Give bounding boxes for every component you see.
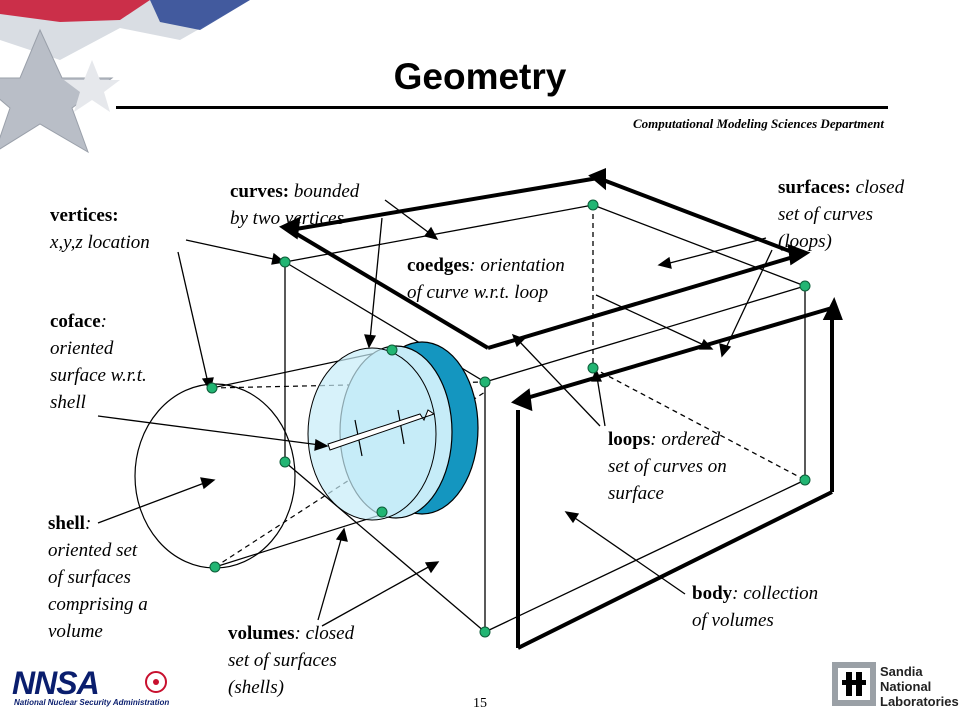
coedges-label: coedges: orientation of curve w.r.t. loo…: [407, 252, 565, 306]
vertices-label: vertices: x,y,z location: [50, 202, 150, 256]
box-wireframe: [284, 204, 806, 633]
disc-coface: [307, 341, 479, 521]
slide-title: Geometry: [393, 56, 567, 97]
vertex: [799, 474, 811, 486]
curves-desc-1: bounded: [293, 181, 360, 202]
vertex: [479, 376, 491, 388]
surfaces-label: surfaces: closed set of curves (loops): [778, 174, 904, 255]
nnsa-logo: NNSA: [10, 665, 170, 701]
surface-boundary-arrows: [278, 168, 843, 650]
nnsa-wordmark: NNSA: [12, 665, 99, 701]
curves-label: curves: bounded by two vertices: [230, 178, 359, 232]
shell-label: shell: oriented set of surfaces comprisi…: [48, 510, 148, 645]
coface-desc-4: shell: [50, 392, 86, 413]
body-term: body: [692, 583, 733, 604]
vertices-desc: x,y,z location: [50, 232, 150, 253]
vertex: [206, 382, 218, 394]
volumes-label: volumes: closed set of surfaces (shells): [228, 620, 354, 701]
body-desc-2: of volumes: [692, 610, 774, 631]
loops-desc-3: surface: [608, 483, 664, 504]
loops-desc-2: set of curves on: [608, 456, 727, 477]
body-desc-1: : collection: [732, 583, 819, 604]
sandia-line-3: Laboratories: [880, 694, 959, 709]
curves-desc-2: by two vertices: [230, 208, 344, 229]
vertex: [376, 506, 388, 518]
vertex: [386, 344, 398, 356]
volumes-term: volumes: [228, 623, 295, 644]
shell-desc-4: comprising a: [48, 594, 148, 615]
coface-desc-2: oriented: [50, 338, 114, 359]
shell-desc-2: oriented set: [48, 540, 138, 561]
volumes-desc-2: set of surfaces: [228, 650, 337, 671]
vertex: [279, 456, 291, 468]
vertex: [209, 561, 221, 573]
surfaces-term: surfaces:: [778, 177, 851, 198]
nnsa-caption: National Nuclear Security Administration: [14, 698, 170, 707]
surfaces-desc-1: closed: [855, 177, 905, 198]
shell-desc-3: of surfaces: [48, 567, 131, 588]
volumes-desc-3: (shells): [228, 677, 284, 698]
title-rule: [116, 106, 888, 109]
coedges-term: coedges: [407, 255, 470, 276]
vertex: [279, 256, 291, 268]
sandia-line-2: National: [880, 679, 932, 694]
coface-label: coface: oriented surface w.r.t. shell: [50, 308, 147, 416]
department-name: Computational Modeling Sciences Departme…: [633, 116, 884, 131]
coface-desc-1: :: [100, 311, 107, 332]
loops-label: loops: ordered set of curves on surface: [608, 426, 727, 507]
sandia-line-1: Sandia: [880, 664, 923, 679]
surfaces-desc-3: (loops): [778, 231, 832, 252]
pointer-lines: [97, 199, 773, 627]
sandia-logo-emblem: [832, 662, 876, 706]
coface-term: coface: [50, 311, 101, 332]
shell-desc-1: :: [84, 513, 92, 534]
shell-desc-5: volume: [48, 621, 103, 642]
volumes-desc-1: : closed: [294, 623, 355, 644]
vertex: [799, 280, 811, 292]
body-label: body: collection of volumes: [692, 580, 818, 634]
surfaces-desc-2: set of curves: [778, 204, 873, 225]
page-number: 15: [473, 696, 487, 711]
vertex: [587, 362, 599, 374]
flag-star-logo: [0, 0, 250, 154]
vertex: [587, 199, 599, 211]
coedges-desc-1: : orientation: [469, 255, 565, 276]
loops-term: loops: [608, 429, 651, 450]
sandia-wordmark: Sandia National Laboratories: [880, 664, 959, 709]
loops-desc-1: : ordered: [650, 429, 721, 450]
vertices: [206, 199, 811, 638]
vertex: [479, 626, 491, 638]
shell-term: shell: [48, 513, 85, 534]
curves-term: curves:: [230, 181, 290, 202]
coface-desc-3: surface w.r.t.: [50, 365, 147, 386]
vertices-term: vertices:: [50, 205, 119, 226]
coedges-desc-2: of curve w.r.t. loop: [407, 282, 549, 303]
